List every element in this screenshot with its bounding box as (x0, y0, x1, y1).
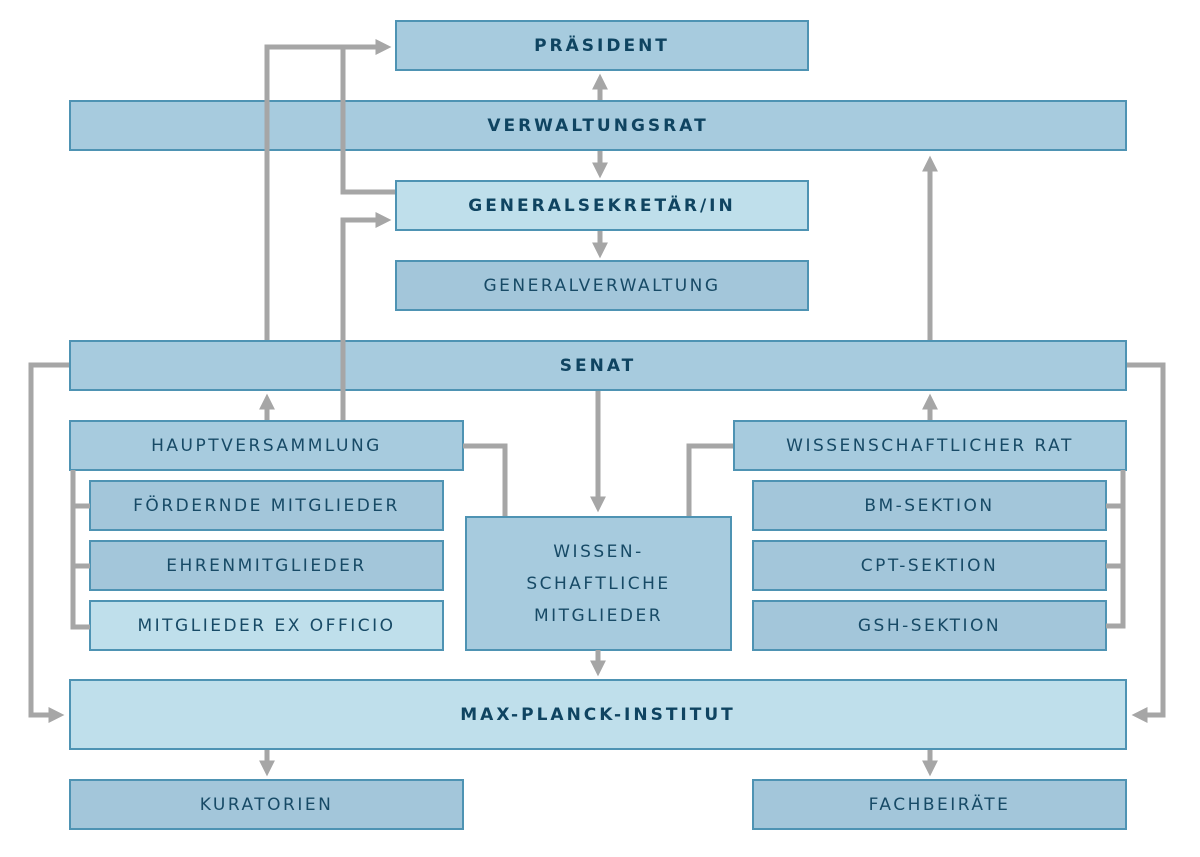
edge-wissrat-wissmitglieder (686, 443, 733, 516)
edge-hauptversammlung-wissmitglieder (463, 443, 508, 516)
node-bm-sektion: BM-SEKTION (752, 480, 1107, 531)
edge-senat-mpi-left (28, 362, 69, 724)
edge-hauptversammlung-members-bracket (70, 470, 90, 630)
node-generalsekretaer: GENERALSEKRETÄR/IN (395, 180, 809, 231)
edge-senat-praesident (264, 38, 392, 340)
node-foerdernde-mitglieder: FÖRDERNDE MITGLIEDER (89, 480, 444, 531)
node-praesident: PRÄSIDENT (395, 20, 809, 71)
node-wissenschaftliche-mitglieder-line-2: SCHAFTLICHE (526, 573, 671, 594)
edge-senat-mpi-right (1127, 362, 1166, 724)
node-verwaltungsrat: VERWALTUNGSRAT (69, 100, 1127, 151)
node-fachbeiraete: FACHBEIRÄTE (752, 779, 1127, 830)
node-senat: SENAT (69, 340, 1127, 391)
node-max-planck-institut: MAX-PLANCK-INSTITUT (69, 679, 1127, 750)
node-gsh-sektion: GSH-SEKTION (752, 600, 1107, 651)
node-wissenschaftliche-mitglieder: WISSEN- SCHAFTLICHE MITGLIEDER (465, 516, 732, 651)
node-mitglieder-ex-officio: MITGLIEDER EX OFFICIO (89, 600, 444, 651)
node-wissenschaftliche-mitglieder-line-1: WISSEN- (553, 541, 644, 562)
node-cpt-sektion: CPT-SEKTION (752, 540, 1107, 591)
node-hauptversammlung: HAUPTVERSAMMLUNG (69, 420, 464, 471)
node-kuratorien: KURATORIEN (69, 779, 464, 830)
edge-wissrat-sections-bracket (1106, 470, 1126, 629)
node-generalverwaltung: GENERALVERWALTUNG (395, 260, 809, 311)
node-wissenschaftlicher-rat: WISSENSCHAFTLICHER RAT (733, 420, 1127, 471)
node-wissenschaftliche-mitglieder-line-3: MITGLIEDER (533, 605, 664, 626)
node-ehrenmitglieder: EHRENMITGLIEDER (89, 540, 444, 591)
